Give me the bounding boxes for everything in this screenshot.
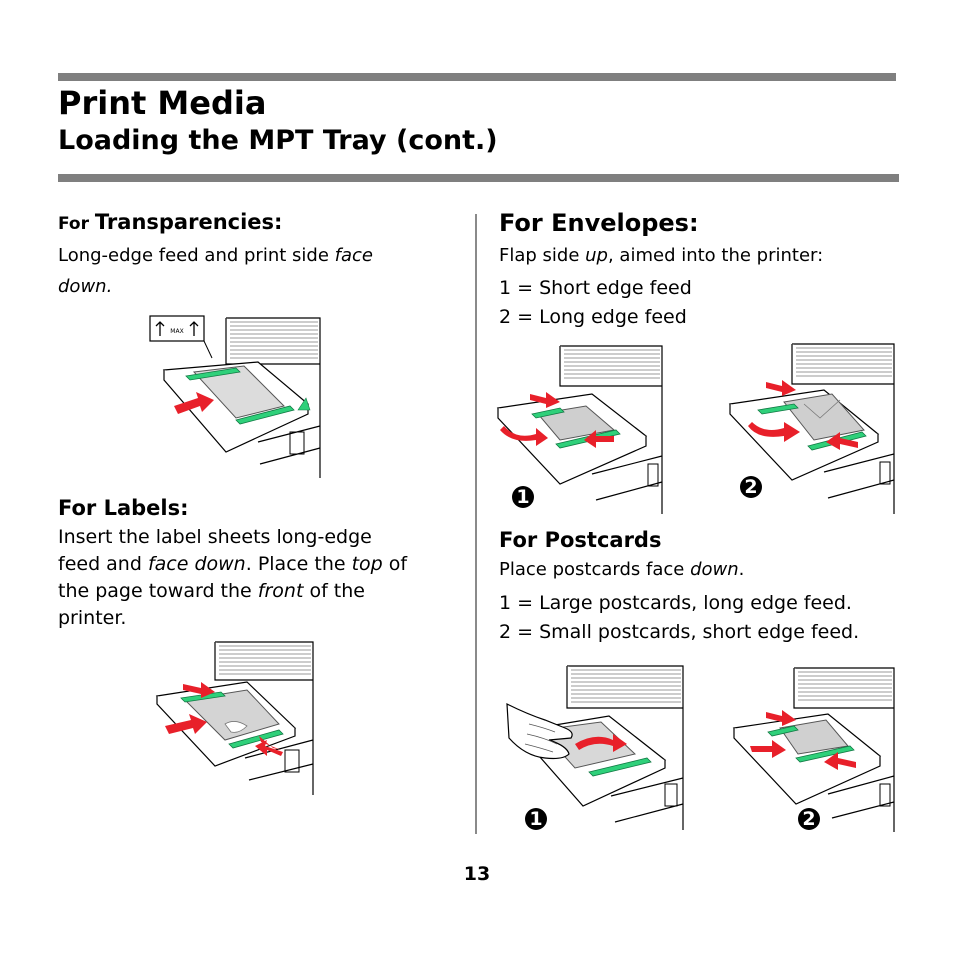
labels-text: Insert the label sheets long-edge feed a… [58,524,468,632]
envelopes-badge-2-text: 2 [744,476,758,498]
transparencies-text: Long-edge feed and print side face [58,242,458,269]
postcards-badge-1-text: 1 [529,808,543,830]
envelopes-intro: Flap side up, aimed into the printer: [499,242,823,269]
labels-text-part: feed and [58,553,148,575]
labels-line-3: the page toward the front of the [58,578,468,605]
labels-text-italic: face down [147,553,246,575]
postcards-heading: For Postcards [499,528,662,552]
max-label-text: MAX [170,328,183,335]
envelopes-intro-part: , aimed into the printer: [607,245,824,266]
page-number: 13 [463,863,491,885]
envelopes-illustration-2 [728,342,898,514]
labels-text-italic: top [351,553,383,575]
postcards-intro-part: . [738,559,745,580]
transparencies-text-line2: down. [58,273,112,300]
column-divider [475,214,477,834]
transparencies-heading-prefix: For [58,214,95,234]
postcards-badge-1: 1 [525,808,547,830]
postcards-intro-italic: down [690,559,739,580]
envelopes-badge-1-text: 1 [516,486,530,508]
labels-illustration [155,640,315,795]
labels-text-part: the page toward the [58,580,258,602]
postcards-illustration-2 [732,666,898,832]
postcards-illustration-1 [505,664,687,830]
labels-line-4: printer. [58,607,127,629]
labels-text-part: of the [303,580,365,602]
envelopes-badge-1: 1 [512,486,534,508]
transparencies-heading: For Transparencies: [58,210,282,234]
postcards-badge-2-text: 2 [802,808,816,830]
top-rule [58,73,896,81]
envelopes-item-2: 2 = Long edge feed [499,306,687,328]
envelopes-illustration-1 [496,344,666,514]
envelopes-badge-2: 2 [740,476,762,498]
transparencies-text-part: Long-edge feed and print side [58,245,335,266]
envelopes-intro-italic: up [585,245,608,266]
envelopes-intro-part: Flap side [499,245,586,266]
postcards-intro-part: Place postcards face [499,559,691,580]
envelopes-item-1: 1 = Short edge feed [499,277,692,299]
page-subtitle: Loading the MPT Tray (cont.) [58,125,498,156]
labels-text-part: . Place the [245,553,352,575]
labels-heading: For Labels: [58,496,189,520]
envelopes-heading: For Envelopes: [499,209,699,237]
page-title: Print Media [58,84,267,122]
header-bottom-rule [58,174,899,182]
postcards-intro: Place postcards face down. [499,556,744,583]
labels-text-part: of [382,553,408,575]
postcards-item-1: 1 = Large postcards, long edge feed. [499,592,852,614]
postcards-badge-2: 2 [798,808,820,830]
transparencies-heading-main: Transparencies: [94,210,283,234]
max-label-box: MAX [149,315,213,359]
transparencies-text-italic: face [334,245,373,266]
postcards-item-2: 2 = Small postcards, short edge feed. [499,621,860,643]
labels-line-2: feed and face down. Place the top of [58,551,468,578]
transparencies-text-italic2: down. [58,276,113,297]
transparencies-illustration: MAX [148,314,458,478]
labels-line-1: Insert the label sheets long-edge [58,526,372,548]
labels-text-italic: front [257,580,304,602]
